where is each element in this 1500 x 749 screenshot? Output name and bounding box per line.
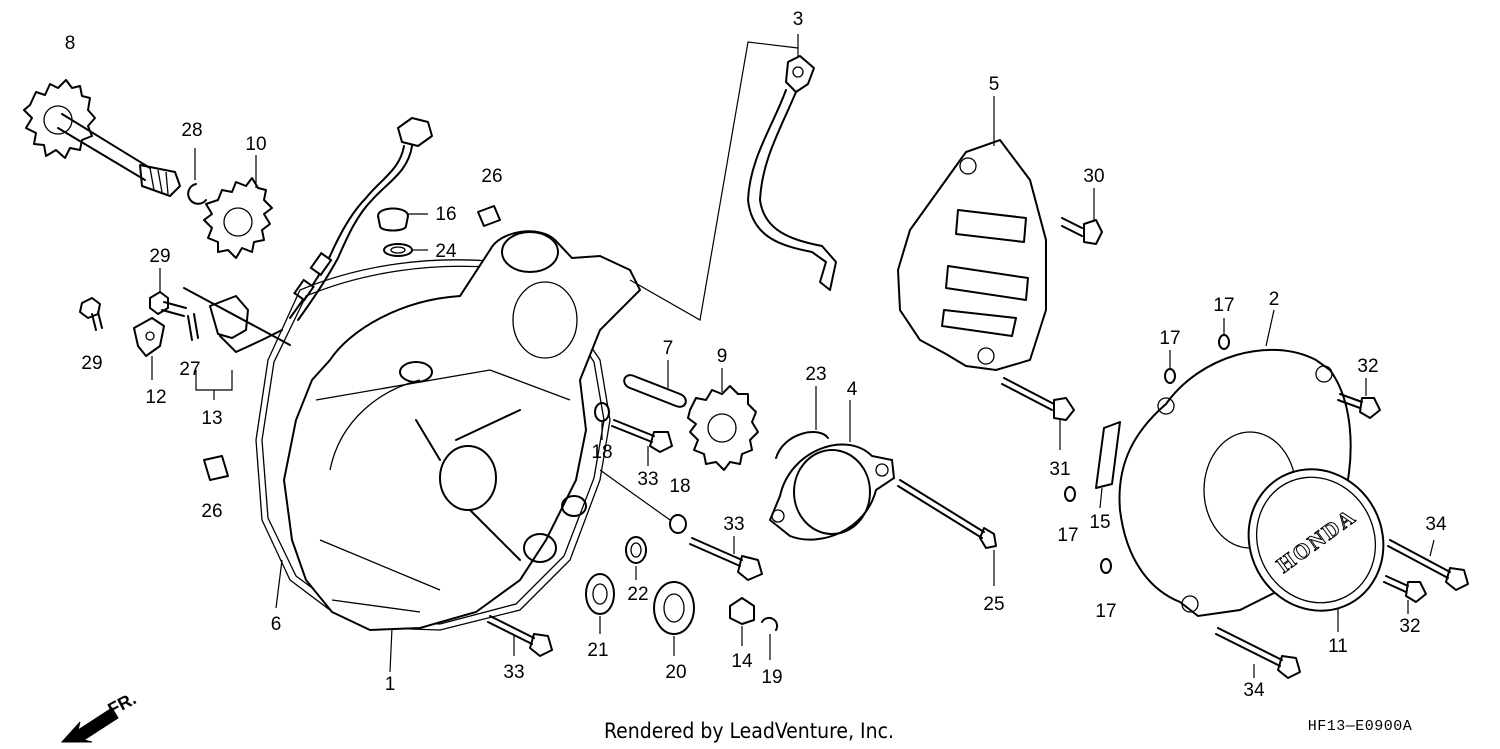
callout-26-upper: 26 xyxy=(481,166,502,187)
part-23-o-ring xyxy=(775,386,829,459)
render-credit: Rendered by LeadVenture, Inc. xyxy=(604,719,894,743)
part-21-oil-seal xyxy=(585,573,615,634)
front-arrow-icon xyxy=(60,707,119,743)
callout-15: 15 xyxy=(1089,512,1110,533)
callout-34-upper: 34 xyxy=(1425,514,1447,535)
callout-7: 7 xyxy=(663,338,674,359)
part-33-bolt-upper xyxy=(611,419,673,466)
part-33-bolt-lower xyxy=(487,615,553,657)
callout-30: 30 xyxy=(1083,166,1104,187)
callout-34-lower: 34 xyxy=(1243,680,1265,701)
part-12-bracket xyxy=(133,317,165,380)
callout-22: 22 xyxy=(627,584,648,605)
callout-33-lower: 33 xyxy=(503,662,524,683)
part-14-collar xyxy=(729,597,755,646)
part-33-bolt-middle xyxy=(689,536,763,581)
callout-21: 21 xyxy=(587,640,608,661)
callout-26-lower: 26 xyxy=(201,501,222,522)
part-11-honda-cover: HONDA xyxy=(1247,468,1385,632)
callout-5: 5 xyxy=(989,74,1000,95)
callout-24: 24 xyxy=(435,241,457,262)
part-28-circlip xyxy=(187,148,207,205)
part-22-bearing xyxy=(625,536,647,580)
part-18-washer-lower xyxy=(599,469,687,534)
part-4-cap xyxy=(768,400,896,541)
callout-10: 10 xyxy=(245,134,266,155)
callout-17-b: 17 xyxy=(1159,328,1180,349)
callout-6: 6 xyxy=(271,614,282,635)
part-31-bolt xyxy=(1001,377,1075,450)
part-32-bolt-upper xyxy=(1337,378,1381,419)
front-direction-indicator: FR. xyxy=(60,688,139,743)
part-24-washer xyxy=(383,243,428,257)
part-15-rubber-strip xyxy=(1095,421,1121,509)
callout-18-upper: 18 xyxy=(591,442,612,463)
part-18-washer-upper xyxy=(594,402,610,440)
part-3-bracket xyxy=(629,34,837,321)
part-26-dowel-upper xyxy=(477,205,501,227)
part-10-gear xyxy=(203,155,273,259)
callout-32-lower: 32 xyxy=(1399,616,1420,637)
part-32-bolt-lower xyxy=(1383,575,1427,614)
part-13-switch-assy xyxy=(183,287,291,400)
part-20-oil-seal xyxy=(653,581,695,656)
part-27-pin xyxy=(187,313,199,341)
part-34-bolt-lower xyxy=(1215,627,1301,679)
callout-2: 2 xyxy=(1269,289,1280,310)
part-26-dowel-lower xyxy=(203,455,229,481)
part-19-circlip xyxy=(761,616,779,660)
callout-32-upper: 32 xyxy=(1357,356,1378,377)
part-7-collar xyxy=(623,360,687,408)
callout-labels: 8 28 10 29 29 12 27 13 16 24 26 26 6 1 3… xyxy=(65,9,1447,701)
callout-11: 11 xyxy=(1328,636,1348,657)
part-8-shaft-sprocket xyxy=(23,79,181,197)
part-5-sprocket-cover xyxy=(896,96,1047,372)
diagram-code: HF13—E0900A xyxy=(1308,718,1413,735)
callout-29-lower: 29 xyxy=(81,353,102,374)
callout-25: 25 xyxy=(983,594,1004,615)
part-30-bolt xyxy=(1061,188,1103,245)
callout-17-a: 17 xyxy=(1213,295,1234,316)
callout-20: 20 xyxy=(665,662,686,683)
callout-13: 13 xyxy=(201,408,222,429)
callout-31: 31 xyxy=(1049,459,1070,480)
callout-3: 3 xyxy=(793,9,804,30)
callout-14: 14 xyxy=(731,651,753,672)
callout-19: 19 xyxy=(761,667,782,688)
part-34-bolt-upper xyxy=(1387,539,1469,591)
callout-1: 1 xyxy=(385,674,396,695)
callout-18-lower: 18 xyxy=(669,476,690,497)
callout-4: 4 xyxy=(847,379,858,400)
callout-8: 8 xyxy=(65,33,76,54)
callout-27: 27 xyxy=(179,359,200,380)
part-17-grommet-a xyxy=(1218,318,1230,350)
callout-33-middle: 33 xyxy=(723,514,744,535)
part-1-crankcase-cover xyxy=(282,230,642,673)
callout-28: 28 xyxy=(181,120,202,141)
part-29-bolt-lower xyxy=(79,297,103,331)
callout-29-upper: 29 xyxy=(149,246,170,267)
part-17-grommet-d xyxy=(1100,558,1112,574)
part-29-bolt-upper xyxy=(149,268,187,317)
part-16-drain-bolt xyxy=(377,207,428,232)
callout-17-d: 17 xyxy=(1095,601,1116,622)
callout-16: 16 xyxy=(435,204,456,225)
part-9-gear xyxy=(687,368,759,471)
part-25-long-bolt xyxy=(897,479,997,586)
callout-9: 9 xyxy=(717,346,728,367)
callout-17-c: 17 xyxy=(1057,525,1078,546)
part-17-grommet-c xyxy=(1064,486,1076,502)
part-17-grommet-b xyxy=(1164,350,1176,384)
callout-12: 12 xyxy=(145,387,166,408)
callout-33-upper: 33 xyxy=(637,469,658,490)
callout-23: 23 xyxy=(805,364,826,385)
wire-harness xyxy=(289,117,433,321)
